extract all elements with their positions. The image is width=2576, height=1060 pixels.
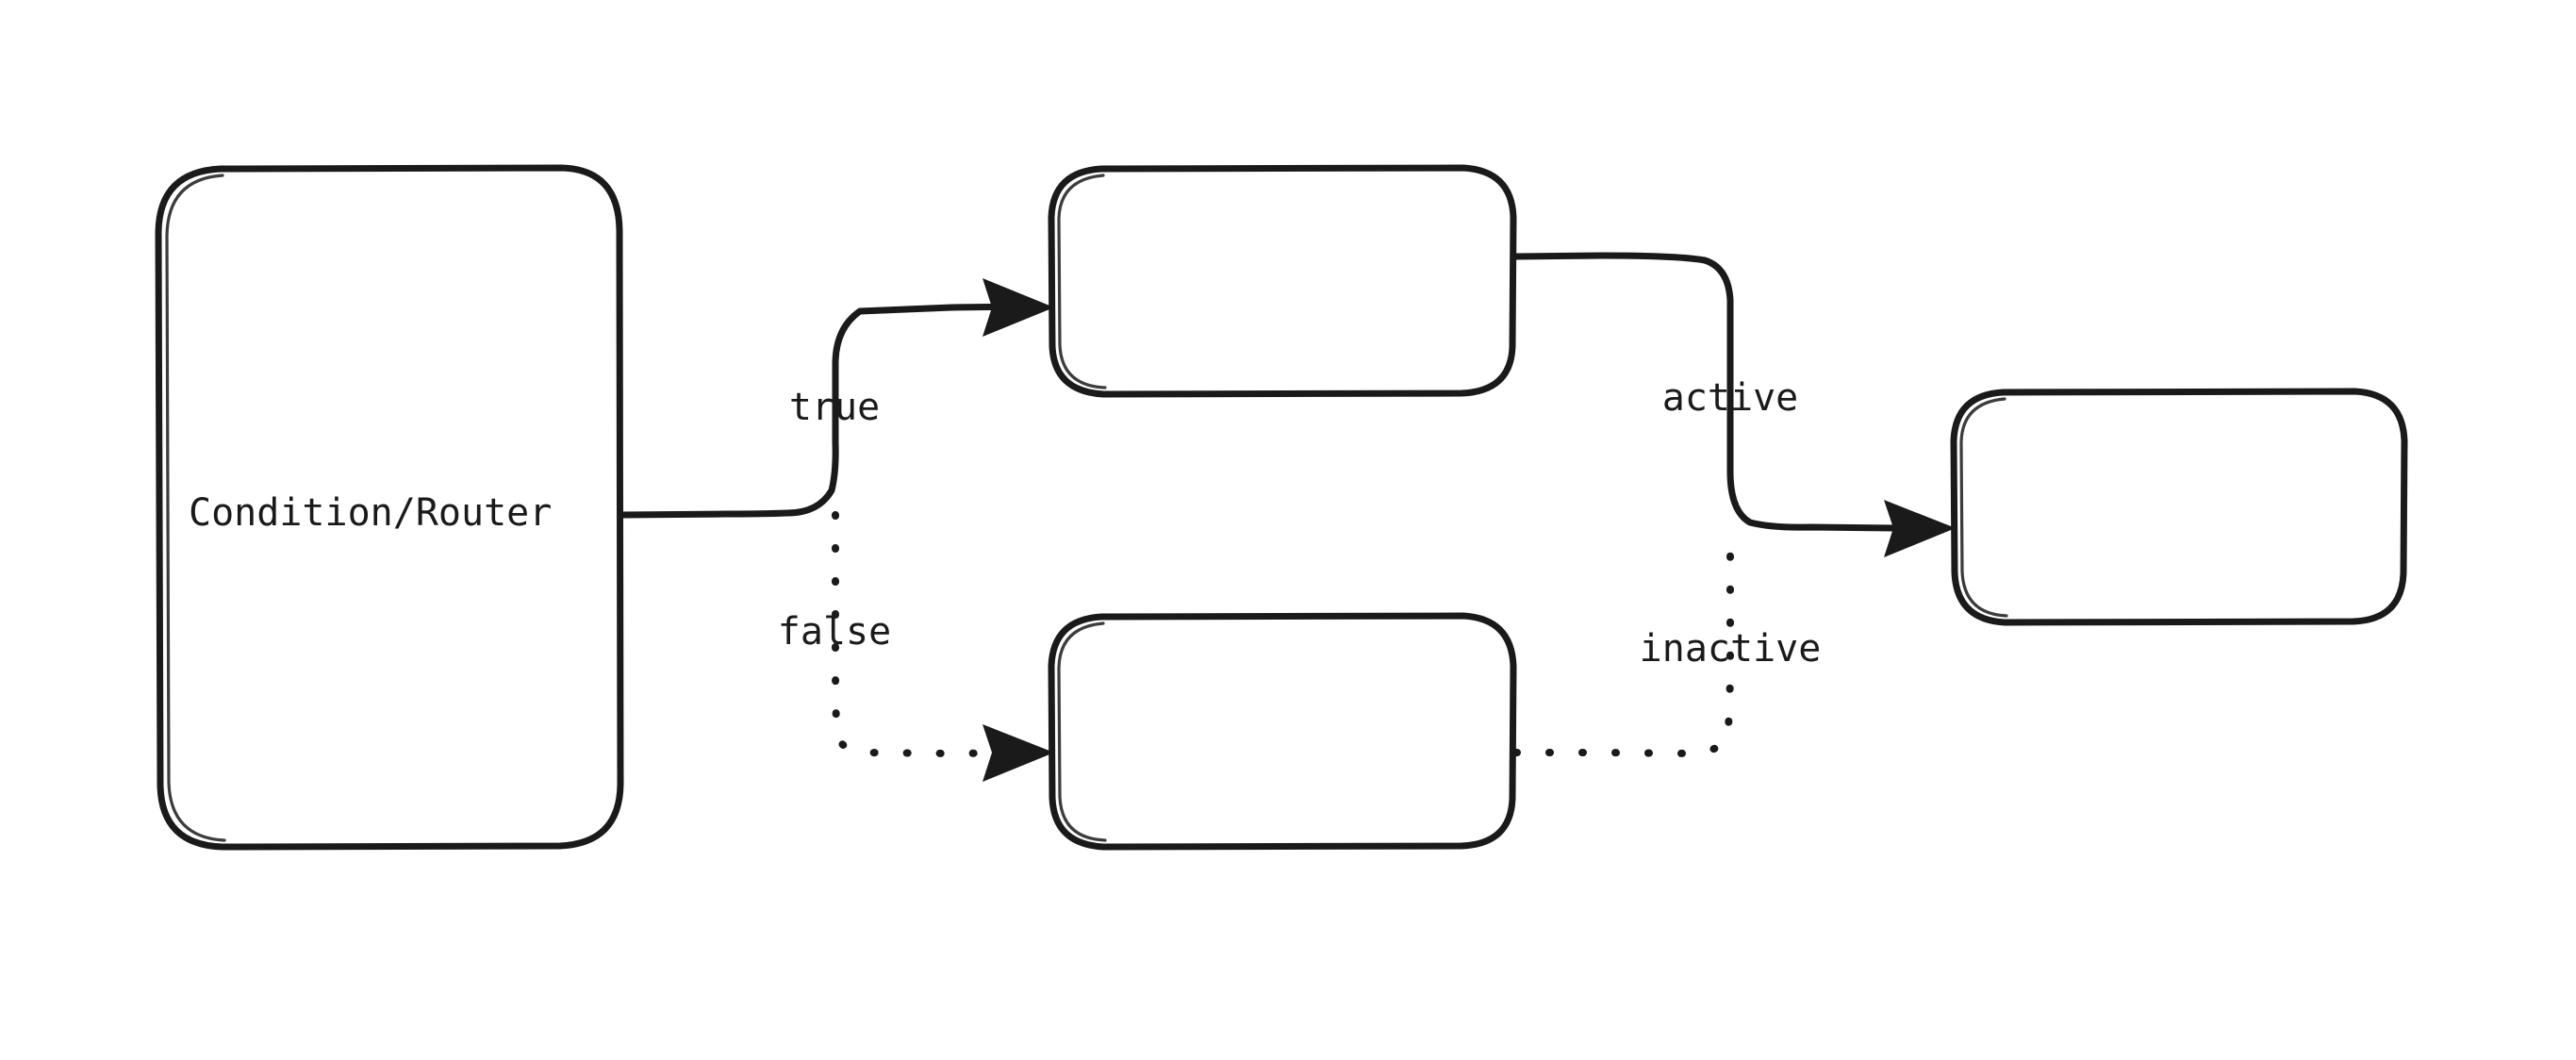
node-false-branch[interactable] bbox=[1048, 612, 1517, 851]
edge-true-arrowhead bbox=[983, 278, 1054, 337]
edge-active[interactable]: active bbox=[1512, 252, 1956, 557]
edge-false-arrowhead bbox=[983, 724, 1054, 782]
node-merge-sketch-stroke bbox=[1959, 397, 2008, 618]
node-true-branch-sketch-stroke bbox=[1057, 174, 1107, 389]
edge-false-label: false bbox=[778, 610, 891, 654]
edge-false[interactable]: false bbox=[778, 511, 1054, 782]
edge-active-line bbox=[1512, 252, 1939, 532]
node-merge[interactable] bbox=[1950, 388, 2408, 626]
edge-true-line bbox=[619, 303, 1035, 519]
node-true-branch[interactable] bbox=[1048, 164, 1517, 398]
edge-true[interactable]: true bbox=[619, 278, 1054, 519]
edge-active-arrowhead bbox=[1884, 500, 1956, 557]
edge-active-label: active bbox=[1662, 376, 1799, 420]
edge-true-label: true bbox=[789, 386, 880, 429]
node-false-branch-sketch-stroke bbox=[1057, 621, 1107, 842]
node-false-branch-shape bbox=[1048, 612, 1517, 851]
node-condition-router[interactable]: Condition/Router bbox=[155, 164, 624, 851]
edge-inactive-label: inactive bbox=[1640, 627, 1822, 671]
node-merge-shape bbox=[1950, 388, 2408, 626]
node-condition-router-shape bbox=[155, 164, 624, 851]
edge-inactive[interactable]: inactive bbox=[1512, 536, 1822, 757]
node-condition-router-label: Condition/Router bbox=[189, 491, 552, 535]
node-condition-router-sketch-stroke bbox=[165, 174, 226, 842]
node-true-branch-shape bbox=[1048, 164, 1517, 398]
